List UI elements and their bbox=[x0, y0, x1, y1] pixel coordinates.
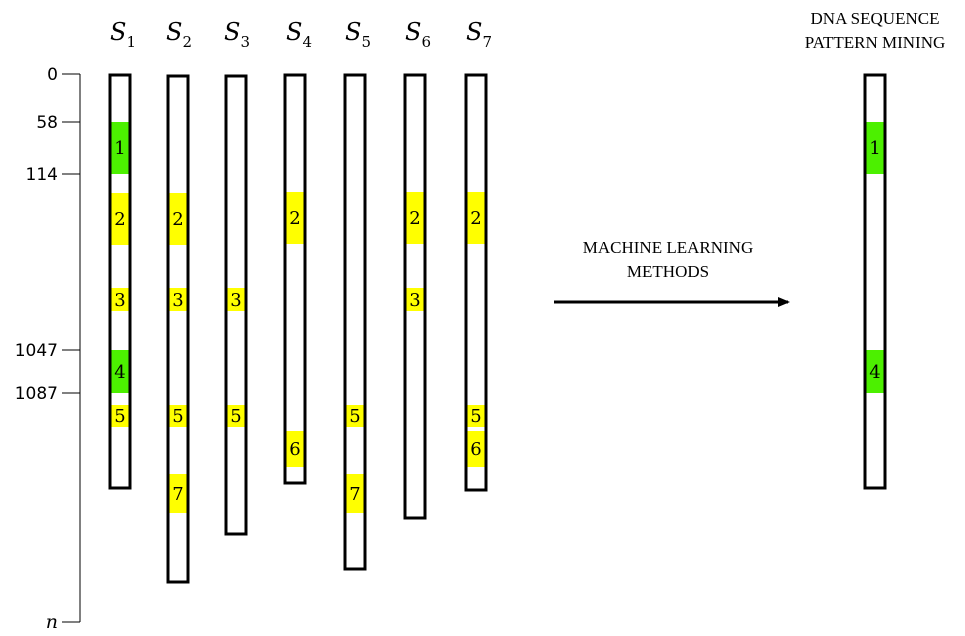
result-title-line-1: DNA SEQUENCE bbox=[811, 9, 940, 28]
sequence-bar-outline bbox=[464, 73, 488, 492]
axis-tick-label: 114 bbox=[26, 165, 58, 185]
pattern-segment-label: 4 bbox=[869, 362, 880, 383]
pattern-segment-label: 5 bbox=[230, 406, 241, 427]
sequence-header-s4: S4 bbox=[286, 18, 312, 51]
pattern-segment bbox=[169, 474, 187, 513]
sequence-bar-outline bbox=[343, 73, 367, 571]
axis-tick-label: 1047 bbox=[15, 341, 58, 361]
sequence-header-s7: S7 bbox=[466, 18, 492, 51]
pattern-segment bbox=[346, 405, 364, 427]
pattern-segment bbox=[111, 350, 129, 393]
pattern-segment-label: 7 bbox=[349, 484, 360, 505]
ml-methods-arrow-group: MACHINE LEARNING METHODS bbox=[554, 238, 790, 307]
pattern-segment bbox=[406, 288, 424, 311]
pattern-segment-label: 3 bbox=[230, 290, 241, 311]
pattern-segment-label: 5 bbox=[349, 406, 360, 427]
pattern-segment-label: 7 bbox=[172, 484, 183, 505]
sequence-header-s5: S5 bbox=[345, 18, 371, 51]
result-sequence-bar-outline bbox=[863, 73, 887, 490]
result-column: DNA SEQUENCE PATTERN MINING 1 4 bbox=[805, 9, 946, 490]
result-title-line-2: PATTERN MINING bbox=[805, 33, 946, 52]
arrow-label-line-2: METHODS bbox=[627, 262, 709, 281]
pattern-segment-label: 2 bbox=[409, 208, 420, 229]
pattern-segment-label: 3 bbox=[172, 290, 183, 311]
pattern-segment bbox=[111, 122, 129, 174]
sequence-bar-s7 bbox=[464, 73, 488, 492]
sequence-bars bbox=[108, 73, 488, 584]
pattern-segment-label: 1 bbox=[869, 138, 880, 159]
arrow-label-line-1: MACHINE LEARNING bbox=[583, 238, 753, 257]
pattern-segment-label: 3 bbox=[409, 290, 420, 311]
pattern-segment bbox=[467, 192, 485, 244]
position-axis: 0 58 114 1047 1087 n bbox=[15, 65, 81, 633]
pattern-segment bbox=[467, 431, 485, 467]
pattern-segment bbox=[286, 431, 304, 467]
sequence-headers: S1 S2 S3 S4 S5 S6 S7 bbox=[110, 18, 492, 51]
pattern-segment-label: 1 bbox=[114, 138, 125, 159]
pattern-segment bbox=[467, 405, 485, 427]
axis-tick-label: 58 bbox=[36, 113, 58, 133]
sequence-bar-s4 bbox=[283, 73, 307, 485]
sequence-bar-outline bbox=[166, 74, 190, 584]
sequence-bar-outline bbox=[403, 73, 427, 520]
pattern-segment-label: 5 bbox=[172, 406, 183, 427]
pattern-segment-label: 3 bbox=[114, 290, 125, 311]
sequence-header-s1: S1 bbox=[110, 18, 136, 51]
pattern-segment bbox=[346, 474, 364, 513]
pattern-segment-label: 5 bbox=[470, 406, 481, 427]
pattern-segment bbox=[111, 288, 129, 311]
axis-end-label: n bbox=[46, 611, 58, 633]
pattern-segment bbox=[286, 192, 304, 244]
sequence-header-s6: S6 bbox=[405, 18, 431, 51]
pattern-segment-label: 6 bbox=[289, 439, 300, 460]
pattern-segment bbox=[866, 350, 884, 393]
axis-tick-label: 1087 bbox=[15, 384, 58, 404]
pattern-segments: 1 2 3 4 5 2 3 5 7 3 5 2 6 5 7 2 bbox=[111, 122, 485, 513]
sequence-bar-outline bbox=[283, 73, 307, 485]
pattern-segment bbox=[169, 288, 187, 311]
pattern-segment-label: 2 bbox=[289, 208, 300, 229]
pattern-segment bbox=[111, 405, 129, 427]
pattern-segment bbox=[227, 288, 245, 311]
pattern-segment bbox=[111, 193, 129, 245]
sequence-header-s2: S2 bbox=[166, 18, 192, 51]
axis-tick-label: 0 bbox=[47, 65, 58, 85]
sequence-bar-outlines bbox=[108, 73, 488, 584]
pattern-segment bbox=[406, 192, 424, 244]
pattern-segment bbox=[169, 193, 187, 245]
sequence-header-s3: S3 bbox=[224, 18, 250, 51]
pattern-segment-label: 2 bbox=[172, 209, 183, 230]
pattern-segment-label: 2 bbox=[470, 208, 481, 229]
pattern-segment-label: 4 bbox=[114, 362, 125, 383]
pattern-segment-label: 6 bbox=[470, 439, 481, 460]
pattern-segment bbox=[866, 122, 884, 174]
pattern-segment-label: 2 bbox=[114, 209, 125, 230]
sequence-bar-outline bbox=[108, 73, 132, 490]
sequence-bar-outline bbox=[224, 74, 248, 536]
pattern-segment-label: 5 bbox=[114, 406, 125, 427]
pattern-segment bbox=[169, 405, 187, 427]
pattern-segment bbox=[227, 405, 245, 427]
